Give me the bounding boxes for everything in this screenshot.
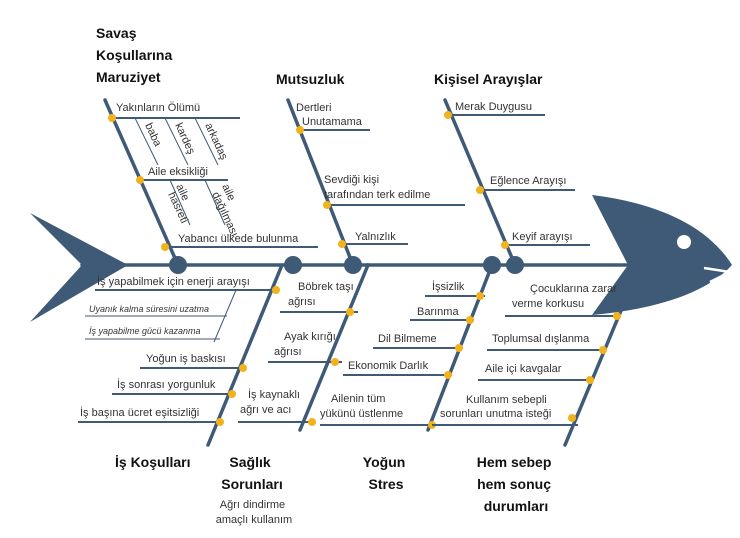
spine-joint bbox=[344, 256, 362, 274]
war-sub-sibling: kardeş bbox=[172, 121, 197, 156]
both-item-3: Aile içi kavgalar bbox=[485, 363, 562, 375]
war-item-loss: Yakınların Ölümü bbox=[116, 102, 200, 114]
branch-dot bbox=[308, 418, 316, 426]
fish-head bbox=[592, 195, 732, 315]
bone-personal bbox=[443, 98, 517, 267]
war-item-family: Aile eksikliği bbox=[148, 166, 208, 178]
work-item-energy: İş yapabilmek için enerji arayışı bbox=[97, 275, 250, 288]
branch-dot bbox=[568, 414, 576, 422]
branch-dot bbox=[476, 186, 484, 194]
bone-work bbox=[206, 263, 284, 447]
unhappiness-item-3: Yalnızlık bbox=[355, 231, 396, 243]
branch-dot bbox=[108, 114, 116, 122]
branch-dot bbox=[466, 316, 474, 324]
branch-dot bbox=[613, 312, 621, 320]
stress-item-5: Ailenin tüm yükünü üstlenme bbox=[320, 393, 403, 420]
work-item-2: Yoğun iş baskısı bbox=[146, 353, 226, 365]
spine-joint bbox=[483, 256, 501, 274]
work-sub-strength: İş yapabilme gücü kazanma bbox=[89, 326, 201, 336]
spine-joint bbox=[169, 256, 187, 274]
category-personal: Kişisel Arayışlar bbox=[434, 71, 543, 87]
bone-health bbox=[298, 263, 370, 432]
personal-item-3: Keyif arayışı bbox=[512, 231, 573, 243]
stress-item-4: Ekonomik Darlık bbox=[348, 360, 429, 372]
branch-dot bbox=[346, 308, 354, 316]
spine-joint bbox=[506, 256, 524, 274]
both-item-1: Çocuklarına zarar verme korkusu bbox=[512, 283, 620, 310]
personal-item-1: Merak Duygusu bbox=[455, 101, 532, 113]
war-item-abroad: Yabancı ülkede bulunma bbox=[178, 233, 299, 245]
category-war: Savaş Koşullarına Maruziyet bbox=[96, 25, 176, 85]
branch-dot bbox=[239, 364, 247, 372]
both-item-2: Toplumsal dışlanma bbox=[492, 333, 590, 345]
stress-item-2: Barınma bbox=[417, 306, 459, 318]
branch-dot bbox=[501, 241, 509, 249]
category-work: İş Koşulları bbox=[115, 454, 190, 470]
branch-dot bbox=[444, 111, 452, 119]
war-sub-father: baba bbox=[142, 121, 164, 149]
fish-mouth bbox=[703, 266, 735, 284]
work-item-4: İş başına ücret eşitsizliği bbox=[80, 406, 199, 419]
branch-dot bbox=[136, 176, 144, 184]
health-item-3: İş kaynaklı ağrı ve acı bbox=[240, 388, 303, 416]
work-item-3: İş sonrası yorgunluk bbox=[117, 378, 216, 391]
branch-dot bbox=[586, 376, 594, 384]
work-sub-awake: Uyanık kalma süresini uzatma bbox=[89, 304, 209, 314]
fish-eye bbox=[677, 235, 691, 249]
health-item-2: Ayak kırığı ağrısı bbox=[274, 331, 339, 358]
bone-both bbox=[563, 263, 642, 447]
category-health: Sağlık Sorunları bbox=[221, 454, 282, 492]
branch-dot bbox=[599, 346, 607, 354]
branch-dot bbox=[323, 201, 331, 209]
fish-tail bbox=[30, 213, 128, 322]
branch-dot bbox=[331, 358, 339, 366]
branch-dot bbox=[338, 240, 346, 248]
branch-dot bbox=[476, 292, 484, 300]
stress-item-3: Dil Bilmeme bbox=[378, 333, 437, 345]
branch-dot bbox=[444, 371, 452, 379]
branch-dot bbox=[272, 286, 280, 294]
category-unhappiness: Mutsuzluk bbox=[276, 71, 345, 87]
branch-dot bbox=[216, 418, 224, 426]
health-note: Ağrı dindirme amaçlı kullanım bbox=[216, 499, 292, 526]
spine-joint bbox=[284, 256, 302, 274]
health-item-1: Böbrek taşı ağrısı bbox=[288, 281, 357, 308]
branch-dot bbox=[455, 344, 463, 352]
personal-item-2: Eğlence Arayışı bbox=[490, 175, 566, 187]
stress-item-1: İşsizlik bbox=[432, 280, 465, 293]
unhappiness-item-1: Dertleri Unutamama bbox=[296, 102, 363, 128]
branch-dot bbox=[228, 390, 236, 398]
branch-dot bbox=[161, 243, 169, 251]
both-item-4: Kullanım sebepli sorunları unutma isteği bbox=[440, 394, 551, 420]
category-both: Hem sebep hem sonuç durumları bbox=[477, 454, 556, 514]
unhappiness-item-2: Sevdiği kişi tarafından terk edilme bbox=[324, 174, 430, 201]
branch-dot bbox=[296, 126, 304, 134]
category-stress: Yoğun Stres bbox=[363, 454, 409, 492]
